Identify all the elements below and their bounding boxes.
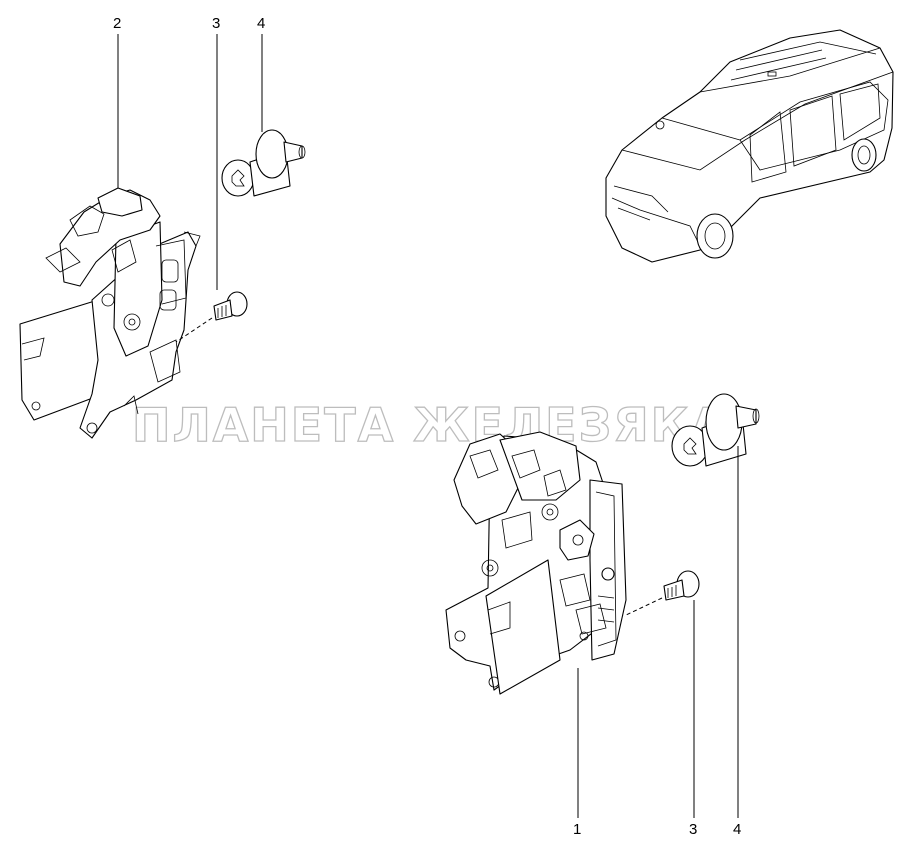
- right-door-lock: [445, 431, 627, 695]
- callout-1: 1: [573, 821, 581, 838]
- callout-4-left: 4: [257, 15, 265, 32]
- right-striker-bolt: [671, 393, 760, 467]
- callout-3-right: 3: [689, 821, 697, 838]
- callout-3-left: 3: [212, 15, 220, 32]
- callout-4-right: 4: [733, 821, 741, 838]
- left-door-lock: [19, 187, 201, 439]
- leader-lines: [117, 34, 739, 818]
- left-lock-screw: [175, 291, 248, 343]
- watermark-text: ПЛАНЕТА ЖЕЛЕЗЯКА: [132, 398, 728, 452]
- vehicle-illustration: [605, 29, 894, 263]
- left-striker-bolt: [221, 129, 306, 197]
- callout-2: 2: [113, 15, 121, 32]
- right-lock-screw: [623, 570, 700, 617]
